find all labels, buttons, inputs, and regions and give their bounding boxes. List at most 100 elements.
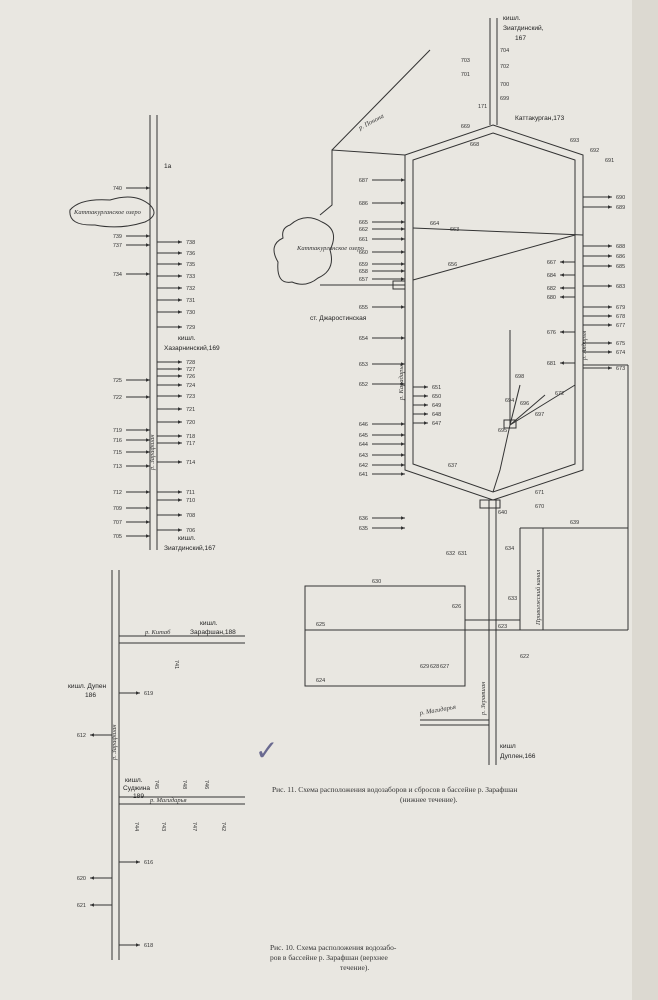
intake-number: 708 [186, 513, 195, 519]
intake-arrowhead [178, 374, 182, 378]
intake-number: 742 [220, 822, 226, 831]
upper-station-left-line2: 186 [85, 692, 96, 699]
intake-number: 623 [498, 624, 507, 630]
intake-number: 649 [432, 403, 441, 409]
intake-number: 656 [448, 262, 457, 268]
intake-number: 629 [420, 664, 429, 670]
upper-station-sudj-line1: кишл. [125, 777, 143, 784]
intake-number: 703 [461, 58, 470, 64]
intake-arrowhead [178, 441, 182, 445]
intake-arrowhead [401, 433, 405, 437]
intake-number: 667 [547, 260, 556, 266]
intake-arrowhead [178, 310, 182, 314]
intake-number: 693 [570, 138, 579, 144]
intake-arrowhead [401, 362, 405, 366]
intake-number: 664 [430, 221, 439, 227]
intake-arrowhead [608, 366, 612, 370]
intake-arrowhead [608, 314, 612, 318]
intake-number: 740 [113, 186, 122, 192]
intake-arrowhead [401, 262, 405, 266]
intake-number: 741 [173, 660, 179, 669]
upper-station-sudj-line2: Суджина [123, 785, 150, 792]
intake-number: 716 [113, 438, 122, 444]
lake-outline [273, 217, 335, 285]
intake-number: 651 [432, 385, 441, 391]
intake-number: 734 [113, 272, 122, 278]
intake-arrowhead [401, 516, 405, 520]
intake-number: 673 [616, 366, 625, 372]
intake-number: 689 [616, 205, 625, 211]
intake-arrowhead [146, 506, 150, 510]
intake-arrowhead [401, 277, 405, 281]
intake-number: 705 [113, 534, 122, 540]
intake-arrowhead [178, 460, 182, 464]
intake-arrowhead [401, 220, 405, 224]
intake-number: 618 [144, 943, 153, 949]
middle-station-bottom-line2: Зиатдинский,167 [164, 544, 216, 552]
intake-number: 726 [186, 374, 195, 380]
intake-arrowhead [178, 498, 182, 502]
intake-arrowhead [146, 520, 150, 524]
sluice-box [503, 419, 517, 429]
intake-arrowhead [146, 234, 150, 238]
intake-number: 622 [520, 654, 529, 660]
intake-arrowhead [178, 407, 182, 411]
intake-arrowhead [136, 860, 140, 864]
intake-number: 746 [203, 780, 209, 789]
upper-river-magidarya: р. Магидарья [149, 797, 187, 804]
caption-fig10-line1: Рис. 10. Схема расположения водозабо- [270, 943, 397, 952]
link-656 [412, 234, 576, 281]
intake-number: 658 [359, 269, 368, 275]
intake-number: 657 [359, 277, 368, 283]
intake-number: 640 [498, 510, 507, 516]
intake-arrowhead [178, 383, 182, 387]
intake-arrowhead [178, 394, 182, 398]
intake-arrowhead [560, 286, 564, 290]
intake-number: 732 [186, 286, 195, 292]
intake-arrowhead [560, 361, 564, 365]
upper-station-top-line1: кишл. [200, 620, 218, 627]
intake-number: 653 [359, 362, 368, 368]
intake-number: 709 [113, 506, 122, 512]
river-zeravshan: р. Зеравшан [480, 682, 487, 716]
intake-arrowhead [146, 428, 150, 432]
intake-number: 635 [359, 526, 368, 532]
ponona-line [319, 149, 406, 216]
intake-number: 720 [186, 420, 195, 426]
intake-arrowhead [424, 385, 428, 389]
intake-number: 672 [555, 391, 564, 397]
intake-arrowhead [401, 237, 405, 241]
intake-number: 727 [186, 367, 195, 373]
intake-number: 718 [186, 434, 195, 440]
intake-number: 632 [446, 551, 455, 557]
intake-number: 745 [153, 780, 159, 789]
intake-number: 661 [359, 237, 368, 243]
intake-arrowhead [178, 274, 182, 278]
upper-station-top-line2: Зарафшан,188 [190, 629, 236, 636]
intake-number: 659 [359, 262, 368, 268]
intake-number: 701 [461, 72, 470, 78]
intake-arrowhead [401, 382, 405, 386]
intake-number: 626 [452, 604, 461, 610]
intake-arrowhead [608, 254, 612, 258]
intake-number: 694 [505, 398, 514, 404]
intake-arrowhead [560, 330, 564, 334]
intake-arrowhead [424, 403, 428, 407]
intake-arrowhead [401, 201, 405, 205]
intake-arrowhead [178, 528, 182, 532]
intake-number: 674 [616, 350, 625, 356]
station-dj: ст. Джаростинская [310, 315, 367, 322]
intake-number: 665 [359, 220, 368, 226]
intake-number: 679 [616, 305, 625, 311]
intake-arrowhead [146, 490, 150, 494]
intake-number: 643 [359, 453, 368, 459]
intake-number: 744 [133, 822, 139, 831]
sluice-box [479, 499, 501, 509]
station-mid: Каттакурган,173 [515, 115, 565, 122]
intake-number: 647 [432, 421, 441, 427]
intake-number: 634 [505, 546, 514, 552]
lower-scheme [273, 18, 629, 765]
intake-number: 676 [547, 330, 556, 336]
